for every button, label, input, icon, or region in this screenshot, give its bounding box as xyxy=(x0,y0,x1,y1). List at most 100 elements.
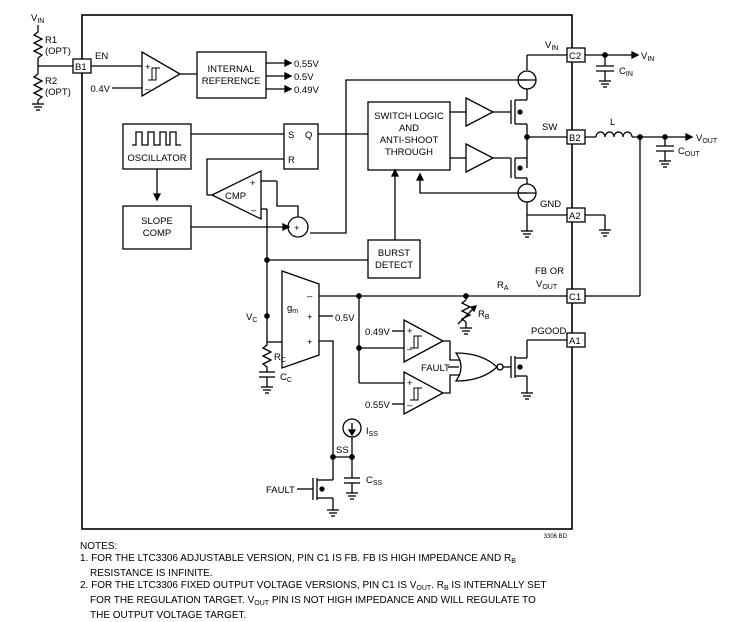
note-2-line-2: FOR THE REGULATION TARGET. VOUT PIN IS N… xyxy=(90,595,536,607)
internal-ref-line1: INTERNAL xyxy=(208,64,255,75)
note-1-line-1: 1. FOR THE LTC3306 ADJUSTABLE VERSION, P… xyxy=(80,553,516,565)
pin-boxes xyxy=(72,47,586,348)
note-2-line-3: THE OUTPUT VOLTAGE TARGET. xyxy=(90,610,247,621)
pin-c1-label: C1 xyxy=(569,292,581,303)
gm-amplifier xyxy=(281,270,320,369)
pg2-minus: – xyxy=(407,400,413,411)
r2-opt-label: (OPT) xyxy=(45,87,71,98)
fault2-label: FAULT xyxy=(266,485,295,496)
internal-ref-line2: REFERENCE xyxy=(202,76,261,87)
gm-label: gm xyxy=(287,303,298,315)
inductor-label: L xyxy=(610,117,615,128)
switch-logic-line2: AND xyxy=(399,123,419,134)
notes-title: NOTES: xyxy=(80,541,118,552)
cmp-minus: – xyxy=(251,205,257,216)
pg-ref-high-label: 0.49V xyxy=(365,327,390,338)
switch-logic-block xyxy=(367,101,451,171)
pin-c2-label: C2 xyxy=(569,51,581,62)
en-plus: + xyxy=(145,62,151,73)
cmp-label: CMP xyxy=(225,191,246,202)
pin-b1-label: B1 xyxy=(75,62,87,73)
internal-reference-block xyxy=(196,51,267,99)
ic-outline xyxy=(81,14,573,530)
vc-label: VC xyxy=(246,312,257,324)
fault-label: FAULT xyxy=(421,363,450,374)
high-side-driver xyxy=(465,96,495,128)
pin-c1 xyxy=(566,288,586,304)
iss-label: ISS xyxy=(366,426,378,438)
fb-or-label: FB OR xyxy=(535,266,564,277)
figure-id: 3306 BD xyxy=(544,534,568,540)
note-1-line-2: RESISTANCE IS INFINITE. xyxy=(90,568,213,579)
en-label: EN xyxy=(95,51,108,62)
gnd-label: GND xyxy=(540,199,561,210)
rb-resistor xyxy=(460,299,472,323)
latch-s-label: S xyxy=(288,130,294,141)
low-side-driver xyxy=(465,142,495,174)
css-label: CSS xyxy=(366,475,383,487)
pg1-minus: – xyxy=(407,344,413,355)
r1-label: R1 xyxy=(45,35,57,46)
slope-comp-line1: SLOPE xyxy=(141,216,173,227)
burst-detect-block xyxy=(367,239,421,279)
switch-logic-line4: THROUGH xyxy=(385,147,433,158)
pin-c2 xyxy=(566,47,586,63)
wires xyxy=(32,14,694,530)
pin-a1-label: A1 xyxy=(569,336,581,347)
pin-a2 xyxy=(566,207,586,223)
pg-ref-low-label: 0.55V xyxy=(365,400,390,411)
pin-b2-label: B2 xyxy=(569,133,581,144)
pg2-plus: + xyxy=(407,378,413,389)
current-comparator xyxy=(210,169,262,221)
slope-comp-line2: COMP xyxy=(143,228,172,239)
rc-label: RC xyxy=(274,352,286,364)
switch-logic-line1: SWITCH LOGIC xyxy=(374,111,444,122)
ref-0-5v: 0.5V xyxy=(294,72,314,83)
pin-b1 xyxy=(72,58,92,74)
pgood-low-comparator xyxy=(403,370,445,416)
vin-top-label: VIN xyxy=(31,13,44,25)
note-2-line-1: 2. FOR THE LTC3306 FIXED OUTPUT VOLTAGE … xyxy=(80,580,547,592)
gm-ref-label: 0.5V xyxy=(335,313,355,324)
burst-detect-line2: DETECT xyxy=(375,260,413,271)
sum-plus: + xyxy=(294,223,300,234)
r2-resistor xyxy=(32,73,44,101)
ref-0-55v: 0.55V xyxy=(294,59,319,70)
vout-label: VOUT xyxy=(696,133,718,145)
gm-plus1: + xyxy=(307,312,313,323)
pin-a1 xyxy=(566,332,586,348)
r1-resistor xyxy=(32,31,44,59)
en-threshold-label: 0.4V xyxy=(90,84,110,95)
switch-logic-line3: ANTI-SHOOT xyxy=(380,135,439,146)
sr-latch xyxy=(283,123,319,170)
ref-0-49v: 0.49V xyxy=(294,85,319,96)
rb-label: RB xyxy=(478,309,490,321)
en-comparator xyxy=(141,50,182,98)
cin-label: CIN xyxy=(619,66,633,78)
ra-label: RA xyxy=(497,280,509,292)
pgood-high-comparator xyxy=(403,318,445,364)
vout-pin-label: VOUT xyxy=(536,279,558,291)
latch-r-label: R xyxy=(288,155,295,166)
rc-resistor xyxy=(261,342,273,372)
pgood-label: PGOOD xyxy=(531,326,567,337)
r2-label: R2 xyxy=(45,76,57,87)
inductor xyxy=(595,131,633,138)
pgood-or-gate xyxy=(454,352,498,382)
vin-pin-label: VIN xyxy=(545,40,558,52)
gm-minus: – xyxy=(307,291,313,302)
gm-plus2: + xyxy=(307,337,313,348)
latch-q-label: Q xyxy=(305,130,312,141)
burst-detect-line1: BURST xyxy=(378,248,410,259)
pg1-plus: + xyxy=(407,326,413,337)
pin-a2-label: A2 xyxy=(569,211,581,222)
vin-right-label: VIN xyxy=(641,51,654,63)
block-diagram: B1 C2 B2 A2 C1 A1 EN VIN SW GND FB OR VO… xyxy=(31,13,718,540)
en-minus: – xyxy=(145,84,151,95)
oscillator-label: OSCILLATOR xyxy=(127,153,186,164)
cc-label: CC xyxy=(280,372,292,384)
notes: NOTES: 1. FOR THE LTC3306 ADJUSTABLE VER… xyxy=(80,541,740,622)
cmp-plus: + xyxy=(250,178,256,189)
sw-label: SW xyxy=(542,122,557,133)
pin-b2 xyxy=(566,129,586,145)
